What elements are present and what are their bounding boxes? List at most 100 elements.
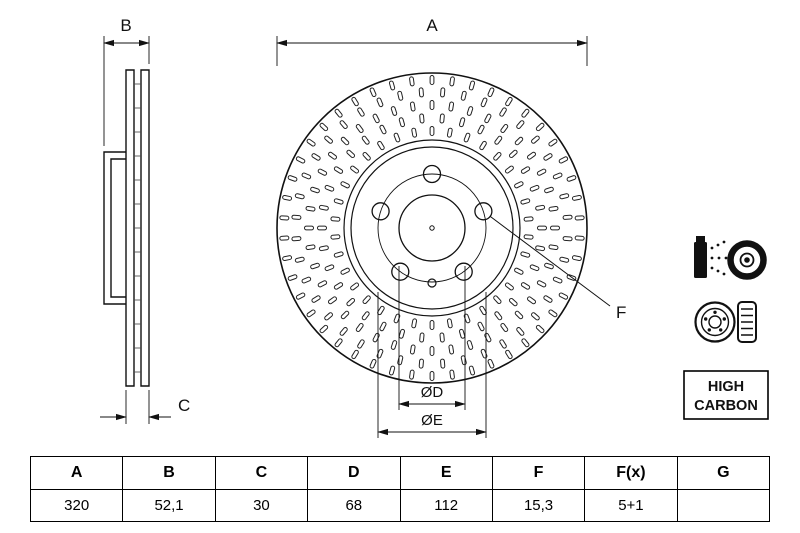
disc-slot xyxy=(535,324,545,334)
center-bore-circle xyxy=(398,194,466,262)
disc-slot xyxy=(548,244,559,251)
disc-slot xyxy=(429,346,435,356)
disc-slot xyxy=(531,312,540,321)
vented-disc-outer xyxy=(694,301,736,343)
disc-slot xyxy=(317,225,327,231)
disc-slot xyxy=(448,344,455,355)
disc-slot xyxy=(535,245,546,252)
disc-slot xyxy=(550,225,560,231)
disc-slot xyxy=(357,339,365,349)
disc-slot xyxy=(377,305,385,316)
disc-slot xyxy=(484,113,492,124)
disc-slot xyxy=(397,90,404,101)
disc-slot xyxy=(282,194,293,201)
dimension-e: ØE xyxy=(377,292,487,438)
disc-slot xyxy=(324,135,333,144)
disc-slot xyxy=(369,358,377,369)
vent-section xyxy=(737,301,757,343)
disc-slot xyxy=(571,194,582,201)
friction-ring-inner-circle xyxy=(343,139,521,317)
disc-slot xyxy=(333,251,344,258)
disc-slot xyxy=(411,318,418,329)
disc-slot xyxy=(558,156,569,164)
disc-slot xyxy=(429,320,435,330)
disc-slot xyxy=(479,305,487,316)
bolt-hole xyxy=(454,262,473,281)
disc-slot xyxy=(463,132,471,143)
hub-face-circle xyxy=(350,146,514,310)
disc-slot xyxy=(544,186,554,194)
coated-disc-ring xyxy=(727,240,767,280)
dimension-f-label: F xyxy=(616,303,626,322)
disc-slot xyxy=(398,117,406,128)
disc-slot xyxy=(362,151,371,161)
disc-slot xyxy=(301,276,312,284)
disc-slot xyxy=(305,244,316,251)
disc-slot xyxy=(574,235,585,241)
disc-slot xyxy=(446,127,453,138)
disc-slot xyxy=(310,262,320,270)
spec-col-header-c: C xyxy=(214,456,309,490)
disc-slot xyxy=(558,292,569,300)
high-carbon-line2: CARBON xyxy=(694,398,758,414)
dimension-f-leader xyxy=(489,215,611,307)
disc-slot xyxy=(477,124,485,135)
spec-value-e: 112 xyxy=(399,489,493,522)
disc-slot xyxy=(552,172,563,180)
disc-slot xyxy=(440,87,446,98)
disc-slot xyxy=(411,127,418,138)
disc-slot xyxy=(500,123,509,133)
coated-disc-hub xyxy=(739,252,755,268)
disc-slot xyxy=(479,140,487,151)
disc-slot xyxy=(330,216,341,222)
disc-slot xyxy=(508,149,518,159)
disc-slot xyxy=(514,310,524,320)
disc-slot xyxy=(477,321,485,332)
disc-slot xyxy=(317,168,328,176)
locating-pin-hole xyxy=(427,278,437,288)
side-view-hat-inner xyxy=(110,158,126,298)
disc-slot xyxy=(514,267,524,275)
disc-slot xyxy=(340,181,350,189)
disc-slot xyxy=(460,90,467,101)
disc-slot xyxy=(523,216,534,222)
disc-slot xyxy=(279,235,290,241)
vented-disc-middle xyxy=(700,307,730,337)
disc-slot xyxy=(514,181,524,189)
disc-slot xyxy=(440,358,446,369)
disc-slot xyxy=(294,256,305,263)
disc-slot xyxy=(340,310,350,320)
disc-slot xyxy=(543,295,553,303)
disc-slot xyxy=(494,135,503,145)
disc-slot xyxy=(548,138,558,147)
disc-slot xyxy=(334,108,343,118)
bolt-hole xyxy=(391,262,410,281)
disc-slot xyxy=(562,214,573,220)
disc-slot xyxy=(523,234,534,240)
vented-disc-bolt-dots xyxy=(704,310,726,332)
disc-slot xyxy=(324,312,333,321)
disc-slot xyxy=(505,96,513,107)
disc-slot xyxy=(468,365,476,376)
disc-slot xyxy=(306,309,316,318)
disc-slot xyxy=(544,262,554,270)
disc-slot xyxy=(310,186,320,194)
disc-slot xyxy=(409,369,415,380)
spec-table: A B C D E F F(x) G 320 52,1 30 68 112 15… xyxy=(29,456,771,522)
disc-slot xyxy=(499,339,507,349)
dimension-d: ØD xyxy=(398,266,466,410)
disc-slot xyxy=(362,295,371,305)
disc-slot xyxy=(574,215,585,221)
disc-slot xyxy=(333,198,344,205)
front-view-disc xyxy=(276,72,588,384)
disc-slot xyxy=(398,328,406,339)
disc-slot xyxy=(571,255,582,262)
dimension-a: A xyxy=(276,16,588,66)
disc-slot xyxy=(291,214,302,220)
disc-slot xyxy=(487,87,495,98)
disc-slot xyxy=(521,108,530,118)
spec-col-header-f: F xyxy=(491,456,586,490)
spec-value-fx: 5+1 xyxy=(584,489,678,522)
disc-slot xyxy=(372,332,380,343)
disc-slot xyxy=(409,101,416,112)
